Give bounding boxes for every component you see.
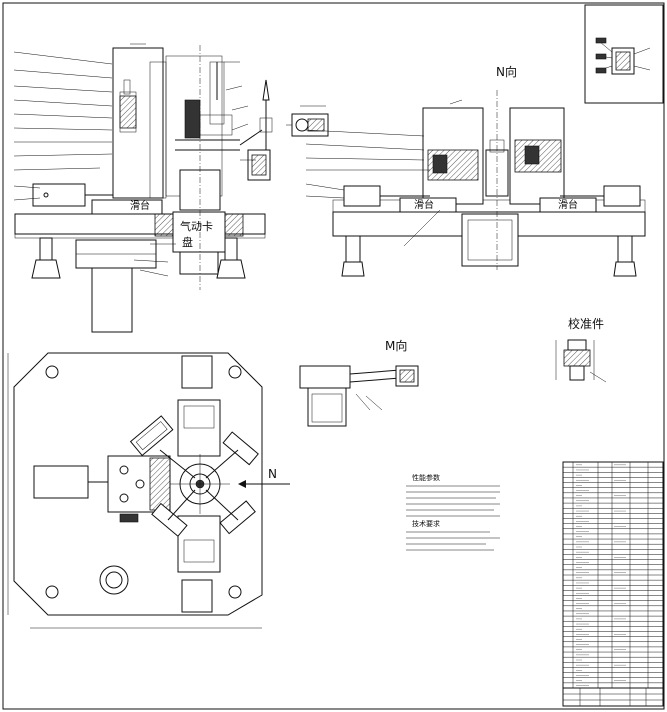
front-view: 滑台 气动卡 盘 [13, 43, 273, 333]
side-slide-table-left: 滑台 [414, 198, 434, 211]
n-view-label: N向 [496, 64, 517, 79]
top-view: N [7, 352, 290, 629]
detail-view-small [286, 105, 329, 137]
side-slide-table-right: 滑台 [558, 198, 578, 211]
calibration-label: 校准件 [568, 316, 604, 331]
side-view-n: N向 [305, 64, 646, 277]
direction-marker-n: N [268, 467, 277, 481]
calibration-part: 校准件 [555, 316, 607, 383]
tech-title: 技术要求 [412, 519, 440, 528]
pneumatic-chuck-label: 气动卡 [180, 219, 213, 233]
m-view: M向 [299, 338, 419, 427]
spec-title: 性能参数 [412, 473, 440, 482]
parts-list-table [562, 461, 664, 707]
front-slide-table-label: 滑台 [130, 199, 150, 212]
m-view-label: M向 [385, 338, 407, 353]
inset-detail-box [584, 4, 664, 104]
notes-block: 性能参数 技术要求 [406, 473, 500, 551]
pneumatic-chuck-label-2: 盘 [182, 235, 193, 249]
